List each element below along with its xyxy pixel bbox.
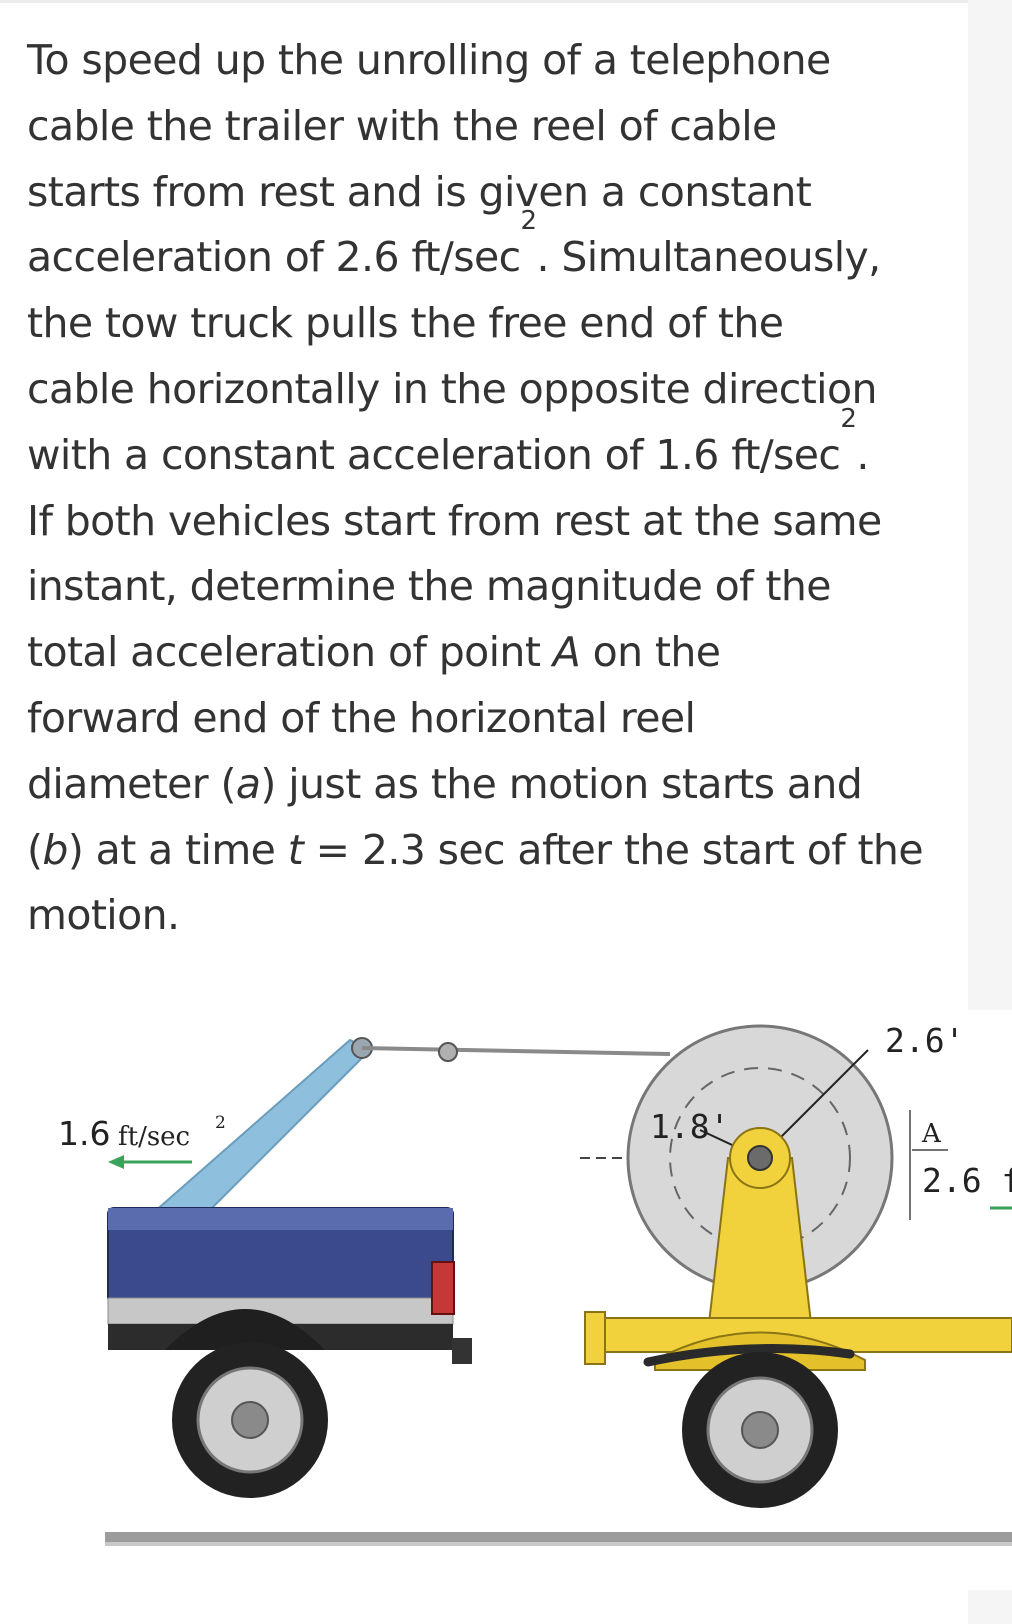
problem-line: To speed up the unrolling of a telephone <box>27 36 831 84</box>
text-span: total acceleration of point <box>27 628 553 677</box>
problem-line: motion. <box>27 891 180 940</box>
right-margin <box>968 0 1012 1010</box>
problem-line: cable the trailer with the reel of cable <box>27 101 777 150</box>
variable-A: A <box>552 628 581 677</box>
text-span: on the <box>580 628 721 677</box>
right-margin-bottom <box>968 1590 1012 1624</box>
problem-line: diameter (a) just as the motion starts a… <box>27 752 952 818</box>
hand-drawn-mark <box>643 1344 855 1367</box>
ground <box>105 1532 1012 1542</box>
superscript: 2 <box>840 403 857 434</box>
truck-hub <box>231 1401 269 1439</box>
reel-inner-drum <box>669 1067 851 1249</box>
truck-bed-rail <box>108 1208 453 1230</box>
point-A-label: A <box>921 1119 942 1149</box>
problem-line: starts from rest and is given a constant <box>27 167 812 216</box>
telephone-cable <box>361 1046 671 1056</box>
outer-diameter-label: 2.6' <box>885 1021 964 1060</box>
text-span: ( <box>27 825 43 874</box>
truck-accel-arrowhead <box>108 1155 124 1169</box>
problem-line: forward end of the horizontal reel <box>27 693 696 742</box>
problem-line: acceleration of 2.6 ft/sec2. Simultaneou… <box>27 208 952 291</box>
superscript: 2 <box>520 206 538 237</box>
problem-line: total acceleration of point A on the <box>27 620 952 686</box>
truck-accel-superscript: 2 <box>215 1113 226 1133</box>
text-span: ) just as the motion starts and <box>260 759 863 808</box>
reel-axle <box>747 1145 773 1171</box>
text-span: . Simultaneously, <box>536 233 881 282</box>
problem-line: instant, determine the magnitude of the <box>27 562 831 611</box>
truck-accel-unit: ft/sec <box>118 1122 190 1152</box>
truck-accel-value: 1.6 <box>58 1114 110 1153</box>
top-divider <box>0 0 968 3</box>
tail-light <box>431 1261 455 1315</box>
text-span: = 2.3 sec after the start of the <box>303 825 924 874</box>
variable-a: a <box>235 759 261 808</box>
variable-t: t <box>287 825 304 874</box>
text-span: acceleration of 2.6 ft/sec <box>27 233 521 282</box>
tow-truck-reel-figure: 1.6 ft/sec 2 1.8' 2.6' A 2.6 f <box>58 1021 1012 1546</box>
inner-diameter-label: 1.8' <box>650 1107 729 1146</box>
problem-statement: To speed up the unrolling of a telephone… <box>27 28 952 949</box>
trailer-tongue <box>584 1311 606 1365</box>
text-span: diameter ( <box>27 759 236 808</box>
problem-line: the tow truck pulls the free end of the <box>27 299 784 348</box>
ground-shadow <box>105 1542 1012 1546</box>
problem-line: with a constant acceleration of 1.6 ft/s… <box>27 406 952 489</box>
variable-b: b <box>42 825 68 874</box>
cable-hook <box>438 1042 458 1062</box>
trailer-hub <box>741 1411 779 1449</box>
problem-line: (b) at a time t = 2.3 sec after the star… <box>27 818 952 884</box>
trailer-accel-label: 2.6 f <box>922 1161 1012 1200</box>
problem-line: cable horizontally in the opposite direc… <box>27 364 877 413</box>
wheel-arch <box>165 1309 325 1350</box>
problem-line: If both vehicles start from rest at the … <box>27 496 882 545</box>
text-span: . <box>856 430 869 479</box>
text-span: ) at a time <box>67 825 288 874</box>
text-span: with a constant acceleration of 1.6 ft/s… <box>27 430 841 479</box>
hitch <box>452 1338 472 1364</box>
